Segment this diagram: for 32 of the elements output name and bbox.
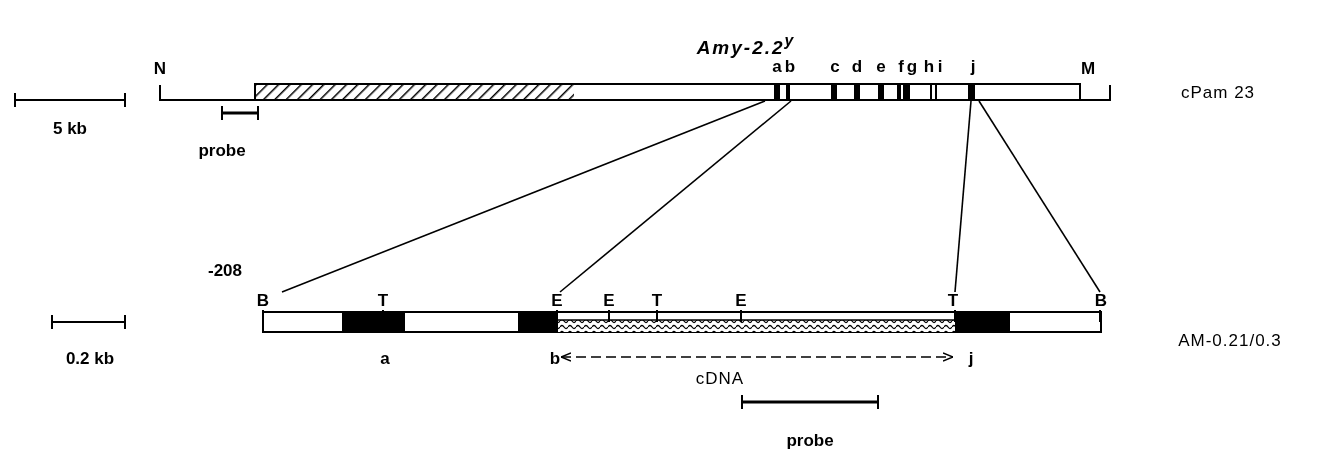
site-label: B — [1094, 291, 1108, 309]
clone-name: AM-0.21/0.3 — [1178, 331, 1282, 349]
probe-label: probe — [786, 431, 834, 449]
exon-label: g — [906, 57, 918, 75]
exon-label: b — [784, 57, 796, 75]
end-label: N — [153, 59, 167, 77]
site-label: T — [377, 291, 389, 309]
site-label: B — [256, 291, 270, 309]
exon-label: f — [898, 57, 904, 75]
site-label: E — [603, 291, 615, 309]
exon-label: h — [923, 57, 935, 75]
cdna-label: cDNA — [695, 369, 745, 387]
probe-label: probe — [198, 141, 246, 159]
scale-label: 0.2 kb — [65, 349, 115, 367]
scale-label: 5 kb — [53, 119, 87, 137]
exon-label: b — [549, 349, 561, 367]
site-label: E — [735, 291, 747, 309]
position-label: -208 — [208, 261, 242, 279]
exon-label: c — [830, 57, 840, 75]
exon-label: j — [968, 349, 974, 367]
gene-name: Amy-2.2$^{y}$ — [696, 33, 796, 57]
site-label: T — [651, 291, 663, 309]
exon-label: d — [851, 57, 863, 75]
exon-label: a — [772, 57, 782, 75]
clone-name: cPam 23 — [1180, 83, 1256, 101]
exon-label: e — [876, 57, 886, 75]
exon-label: a — [380, 349, 390, 367]
exon-label: j — [970, 57, 976, 75]
site-label: E — [551, 291, 563, 309]
site-label: T — [947, 291, 959, 309]
end-label: M — [1080, 59, 1096, 77]
exon-label: i — [937, 57, 943, 75]
